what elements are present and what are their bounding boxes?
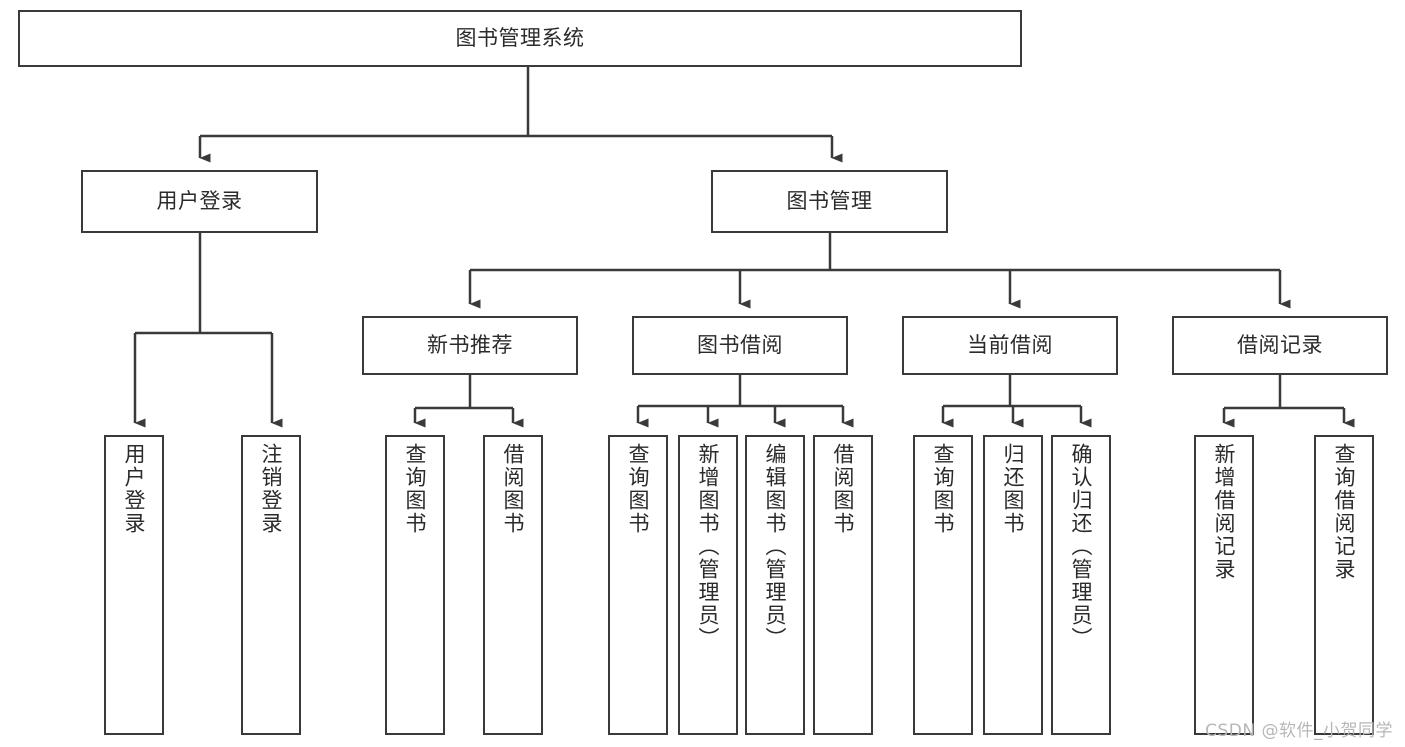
node-borrow-record[interactable]: 借阅记录	[1172, 316, 1388, 375]
node-label-new-book-recommend: 新书推荐	[427, 332, 513, 357]
node-label-borrow-book-action: 借阅图书	[831, 443, 856, 535]
node-user-logout-action[interactable]: 注销登录	[241, 435, 301, 735]
node-label-borrow-book-recommend: 借阅图书	[501, 443, 526, 535]
node-label-query-book-borrow: 查询图书	[626, 443, 651, 535]
node-new-book-recommend[interactable]: 新书推荐	[362, 316, 578, 375]
node-label-query-book-current: 查询图书	[931, 443, 956, 535]
node-label-query-book-recommend: 查询图书	[403, 443, 428, 535]
node-label-book-borrow: 图书借阅	[697, 332, 783, 357]
node-query-book-current[interactable]: 查询图书	[913, 435, 973, 735]
node-user-login[interactable]: 用户登录	[81, 170, 318, 233]
watermark-text: CSDN @软件_小贺同学	[1205, 721, 1393, 741]
connector-book-management-to-modules	[468, 233, 1291, 309]
connector-root-to-level2	[198, 67, 843, 163]
node-query-book-borrow[interactable]: 查询图书	[608, 435, 668, 735]
node-label-confirm-return-admin: 确认归还（管理员）	[1069, 443, 1094, 650]
node-label-borrow-record: 借阅记录	[1237, 332, 1323, 357]
node-query-book-recommend[interactable]: 查询图书	[385, 435, 445, 735]
node-label-return-book: 归还图书	[1001, 443, 1026, 535]
connector-borrow-record-to-children	[1222, 375, 1355, 428]
node-label-user-login-action: 用户登录	[122, 443, 147, 535]
node-current-borrow[interactable]: 当前借阅	[902, 316, 1118, 375]
node-return-book[interactable]: 归还图书	[983, 435, 1043, 735]
node-label-current-borrow: 当前借阅	[967, 332, 1053, 357]
node-book-borrow[interactable]: 图书借阅	[632, 316, 848, 375]
node-label-add-book-admin: 新增图书（管理员）	[696, 443, 721, 650]
node-user-login-action[interactable]: 用户登录	[104, 435, 164, 735]
node-label-book-management: 图书管理	[786, 188, 873, 213]
node-borrow-book-recommend[interactable]: 借阅图书	[483, 435, 543, 735]
connector-user-login-to-children	[133, 233, 283, 428]
node-add-borrow-record[interactable]: 新增借阅记录	[1194, 435, 1254, 735]
node-label-user-logout-action: 注销登录	[259, 443, 284, 535]
node-label-user-login: 用户登录	[156, 188, 243, 213]
node-label-query-borrow-record: 查询借阅记录	[1332, 443, 1357, 581]
node-label-edit-book-admin: 编辑图书（管理员）	[763, 443, 788, 650]
connector-new-book-recommend-to-children	[413, 375, 524, 428]
connector-current-borrow-to-children	[941, 375, 1092, 428]
node-query-borrow-record[interactable]: 查询借阅记录	[1314, 435, 1374, 735]
node-label-add-borrow-record: 新增借阅记录	[1212, 443, 1237, 581]
connector-book-borrow-to-children	[636, 375, 854, 428]
node-book-management[interactable]: 图书管理	[711, 170, 948, 233]
node-add-book-admin[interactable]: 新增图书（管理员）	[678, 435, 738, 735]
node-label-root: 图书管理系统	[455, 25, 585, 50]
node-root-system[interactable]: 图书管理系统	[18, 10, 1022, 67]
node-borrow-book-action[interactable]: 借阅图书	[813, 435, 873, 735]
node-edit-book-admin[interactable]: 编辑图书（管理员）	[745, 435, 805, 735]
node-confirm-return-admin[interactable]: 确认归还（管理员）	[1051, 435, 1111, 735]
